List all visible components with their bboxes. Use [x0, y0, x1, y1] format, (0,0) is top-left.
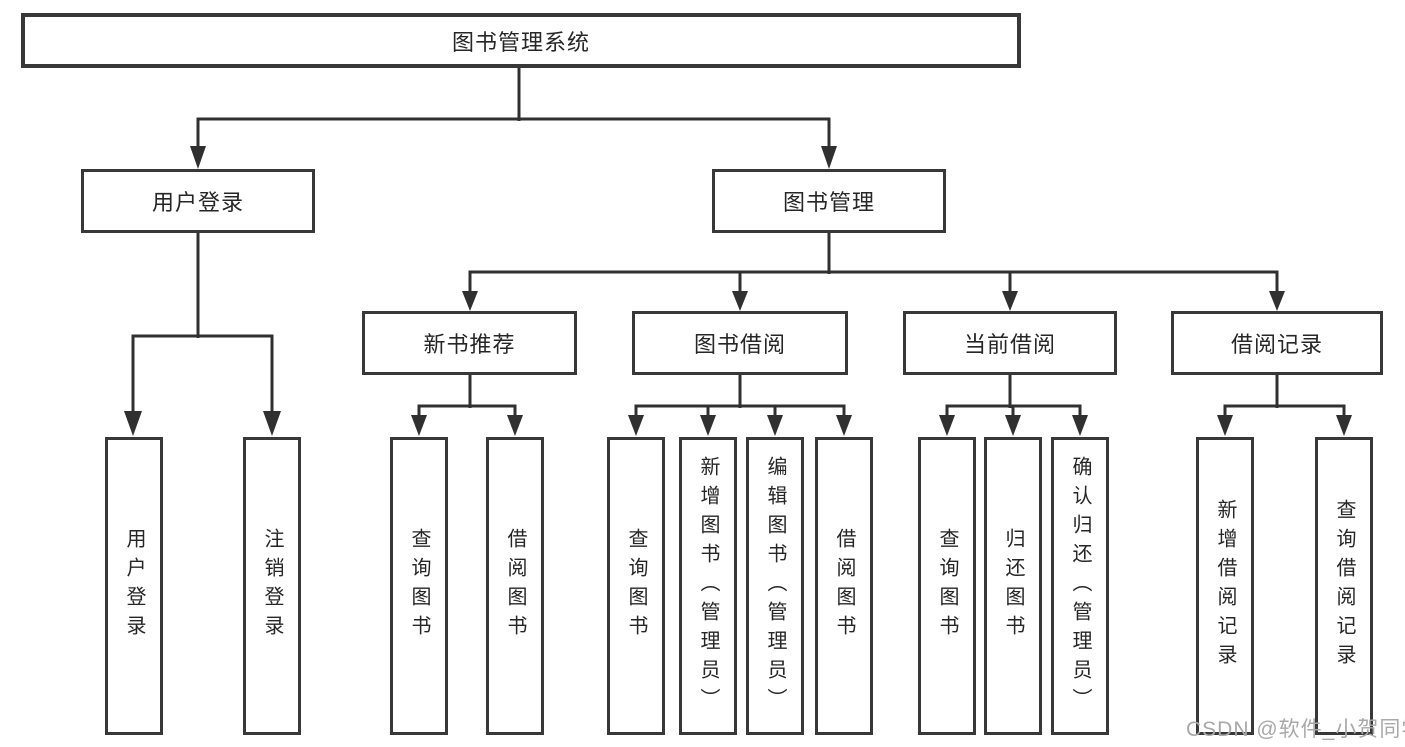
leaf-borrow-book-1-label: 借阅图书: [504, 528, 526, 644]
leaf-borrow-book-1: 借阅图书: [486, 437, 544, 735]
leaf-query-book-1: 查询图书: [390, 437, 448, 735]
leaf-return-book: 归还图书: [984, 437, 1042, 735]
leaf-query-book-2-label: 查询图书: [625, 528, 647, 644]
leaf-query-book-1-label: 查询图书: [408, 528, 430, 644]
leaf-add-borrow-record: 新增借阅记录: [1196, 437, 1254, 735]
leaf-return-book-label: 归还图书: [1002, 528, 1024, 644]
leaf-edit-book-admin: 编辑图书（管理员）: [746, 437, 804, 735]
leaf-confirm-return-admin: 确认归还（管理员）: [1051, 437, 1109, 735]
node-new-book-recommend: 新书推荐: [362, 311, 577, 375]
node-root-label: 图书管理系统: [451, 29, 590, 55]
leaf-query-borrow-record-label: 查询借阅记录: [1333, 499, 1355, 673]
node-book-management-label: 图书管理: [782, 190, 875, 215]
node-user-login: 用户登录: [81, 169, 315, 233]
leaf-user-login: 用户登录: [105, 437, 163, 735]
leaf-query-borrow-record: 查询借阅记录: [1315, 437, 1373, 735]
leaf-logout-label: 注销登录: [261, 528, 283, 644]
leaf-edit-book-admin-label: 编辑图书（管理员）: [764, 455, 786, 717]
node-book-borrow-label: 图书借阅: [693, 332, 786, 357]
leaf-add-borrow-record-label: 新增借阅记录: [1214, 499, 1236, 673]
node-user-login-label: 用户登录: [151, 190, 244, 215]
node-book-borrow: 图书借阅: [632, 311, 848, 375]
node-borrow-record-label: 借阅记录: [1230, 332, 1323, 357]
leaf-add-book-admin: 新增图书（管理员）: [679, 437, 737, 735]
node-current-borrow: 当前借阅: [903, 311, 1117, 375]
leaf-query-book-3-label: 查询图书: [936, 528, 958, 644]
leaf-borrow-book-2-label: 借阅图书: [833, 528, 855, 644]
node-borrow-record: 借阅记录: [1171, 311, 1383, 375]
leaf-logout: 注销登录: [243, 437, 301, 735]
node-book-management: 图书管理: [712, 169, 946, 233]
leaf-query-book-3: 查询图书: [918, 437, 976, 735]
leaf-confirm-return-admin-label: 确认归还（管理员）: [1069, 455, 1091, 717]
csdn-watermark: CSDN @软件_小贺同学: [1186, 718, 1405, 741]
node-root: 图书管理系统: [21, 13, 1021, 68]
node-new-book-recommend-label: 新书推荐: [423, 332, 516, 357]
leaf-query-book-2: 查询图书: [607, 437, 665, 735]
leaf-borrow-book-2: 借阅图书: [815, 437, 873, 735]
leaf-user-login-label: 用户登录: [123, 528, 145, 644]
leaf-add-book-admin-label: 新增图书（管理员）: [697, 455, 719, 717]
node-current-borrow-label: 当前借阅: [963, 332, 1056, 357]
